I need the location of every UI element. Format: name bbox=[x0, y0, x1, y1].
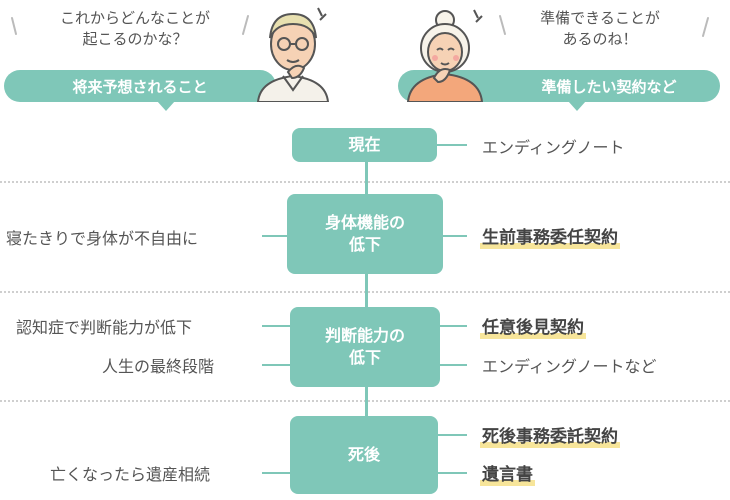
connector-right-4a bbox=[438, 434, 467, 436]
connector-right-3a bbox=[440, 325, 467, 327]
left-item: 寝たきりで身体が不自由に bbox=[6, 225, 198, 249]
stage-node-physical-decline: 身体機能の 低下 bbox=[287, 194, 443, 274]
left-thought-line1: これからどんなことが bbox=[59, 9, 210, 27]
left-banner-tail bbox=[157, 101, 175, 111]
right-item: エンディングノート bbox=[482, 134, 625, 158]
right-item-text: 生前事務委任契約 bbox=[482, 228, 618, 248]
right-item-emphasis: 死後事務委託契約 bbox=[480, 422, 620, 448]
connector-left-3b bbox=[262, 364, 290, 366]
right-thought-line2: あるのね！ bbox=[562, 30, 638, 48]
thought-ticks bbox=[11, 15, 709, 37]
left-item: 亡くなったら遺産相続 bbox=[50, 461, 210, 485]
right-thought-line1: 準備できることが bbox=[540, 9, 660, 27]
left-banner: 将来予想されること bbox=[4, 70, 276, 102]
left-thought: これからどんなことが 起こるのかな？ bbox=[30, 8, 240, 50]
elderly-woman-icon bbox=[406, 9, 484, 102]
connector-left-4 bbox=[262, 472, 290, 474]
right-banner-label: 準備したい契約など bbox=[541, 77, 677, 96]
right-item-text: 遺言書 bbox=[482, 465, 533, 485]
left-item: 人生の最終段階 bbox=[102, 353, 214, 377]
right-item-emphasis: 遺言書 bbox=[480, 460, 535, 486]
stage-node-label: 死後 bbox=[347, 445, 380, 464]
right-item-text: 死後事務委託契約 bbox=[482, 427, 618, 447]
right-item-text: エンディングノート bbox=[482, 138, 625, 157]
stage-node-line2: 低下 bbox=[348, 348, 381, 367]
stage-node-after-death: 死後 bbox=[290, 416, 438, 494]
right-item-text: エンディングノートなど bbox=[482, 357, 657, 376]
stage-node-current: 現在 bbox=[292, 128, 437, 162]
stage-node-judgment-decline: 判断能力の 低下 bbox=[290, 307, 440, 387]
connector-right-4b bbox=[438, 472, 467, 474]
right-item-text: 任意後見契約 bbox=[482, 318, 584, 338]
elderly-man-glasses-icon bbox=[256, 7, 330, 102]
right-item: エンディングノートなど bbox=[482, 353, 657, 377]
right-thought: 準備できることが あるのね！ bbox=[505, 8, 695, 50]
right-item-emphasis: 生前事務委任契約 bbox=[480, 223, 620, 249]
connector-right-3b bbox=[440, 364, 467, 366]
left-item-text: 人生の最終段階 bbox=[102, 357, 215, 376]
left-item-text: 亡くなったら遺産相続 bbox=[50, 465, 211, 484]
right-banner-tail bbox=[568, 101, 586, 111]
left-item-text: 認知症で判断能力が低下 bbox=[16, 318, 193, 337]
connector-left-2 bbox=[262, 235, 287, 237]
stage-node-line1: 身体機能の bbox=[324, 213, 405, 232]
stage-node-line1: 判断能力の bbox=[324, 326, 405, 345]
stage-node-label: 現在 bbox=[348, 135, 381, 154]
connector-right-2 bbox=[443, 235, 467, 237]
connector-left-3a bbox=[262, 325, 290, 327]
left-item-text: 寝たきりで身体が不自由に bbox=[6, 229, 199, 248]
stage-node-line2: 低下 bbox=[348, 235, 381, 254]
left-thought-line2: 起こるのかな？ bbox=[82, 30, 188, 48]
left-banner-label: 将来予想されること bbox=[72, 77, 208, 96]
timeline-connector bbox=[365, 162, 368, 428]
connector-right-1 bbox=[437, 144, 467, 146]
right-item-emphasis: 任意後見契約 bbox=[480, 313, 586, 339]
left-item: 認知症で判断能力が低下 bbox=[16, 314, 192, 338]
